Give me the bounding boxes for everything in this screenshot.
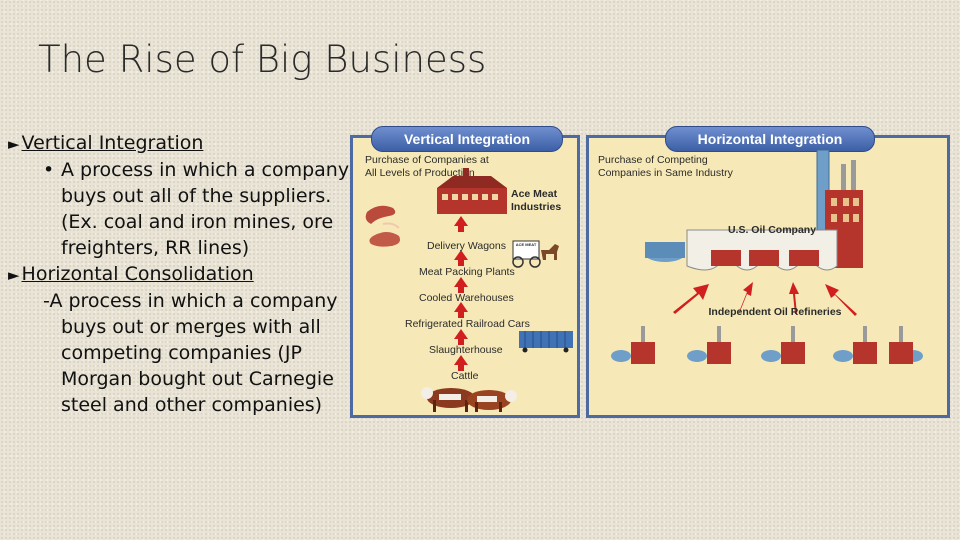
horizontal-integration-header: Horizontal Integration <box>665 126 875 152</box>
level-cooled-warehouses: Cooled Warehouses <box>419 292 514 304</box>
level-cattle: Cattle <box>451 370 479 382</box>
vertical-integration-panel: Vertical Integration Purchase of Compani… <box>350 126 580 418</box>
ace-meat-label: Ace Meat Industries <box>511 188 562 213</box>
vertical-caption: Purchase of Companies at All Levels of P… <box>365 154 489 179</box>
vertical-integration-description: • A process in which a company buys out a… <box>8 157 353 261</box>
slide-title: The Rise of Big Business <box>38 38 487 81</box>
vertical-arrows <box>454 216 468 371</box>
delivery-wagon-icon <box>512 240 559 268</box>
level-delivery-wagons: Delivery Wagons <box>427 240 506 252</box>
triangle-bullet-icon: ► <box>8 135 20 153</box>
triangle-bullet-icon: ► <box>8 266 20 284</box>
bullet-horizontal-consolidation: ► Horizontal Consolidation <box>8 261 353 288</box>
us-oil-company-icon <box>645 149 863 271</box>
horizontal-integration-illustration <box>611 149 923 364</box>
refinery-icon-4 <box>833 326 877 364</box>
wagon-sign: ACE MEAT <box>515 242 537 247</box>
independent-refineries-label: Independent Oil Refineries <box>708 306 842 318</box>
horizontal-consolidation-heading: Horizontal Consolidation <box>21 263 254 285</box>
vertical-integration-illustration <box>365 168 573 412</box>
vertical-integration-header: Vertical Integration <box>371 126 563 152</box>
us-oil-company-label: U.S. Oil Company <box>727 224 817 236</box>
horizontal-caption: Purchase of Competing Companies in Same … <box>598 154 733 179</box>
dot-bullet-icon: • <box>43 159 55 181</box>
refinery-icon-5 <box>889 326 923 364</box>
refinery-icon-3 <box>761 326 805 364</box>
refinery-icon-2 <box>687 326 731 364</box>
vertical-integration-heading: Vertical Integration <box>21 132 204 154</box>
refinery-icon-1 <box>611 326 655 364</box>
vertical-integration-text: A process in which a company buys out al… <box>61 159 350 259</box>
level-slaughterhouse: Slaughterhouse <box>429 344 503 356</box>
horizontal-integration-panel: Horizontal Integration Purchase of Compe… <box>586 126 950 418</box>
ace-meat-factory-icon <box>437 168 507 214</box>
meat-icon <box>365 205 400 247</box>
horizontal-consolidation-description: -A process in which a company buys out o… <box>43 290 338 416</box>
level-refrigerated-railroad-cars: Refrigerated Railroad Cars <box>405 318 530 330</box>
bullet-list: ► Vertical Integration • A process in whi… <box>8 130 353 418</box>
cattle-icon <box>421 387 517 412</box>
level-meat-packing-plants: Meat Packing Plants <box>419 266 515 278</box>
horizontal-arrows <box>673 282 857 316</box>
bullet-vertical-integration: ► Vertical Integration <box>8 130 353 157</box>
refineries-row <box>611 326 923 364</box>
railroad-car-icon <box>519 331 573 353</box>
